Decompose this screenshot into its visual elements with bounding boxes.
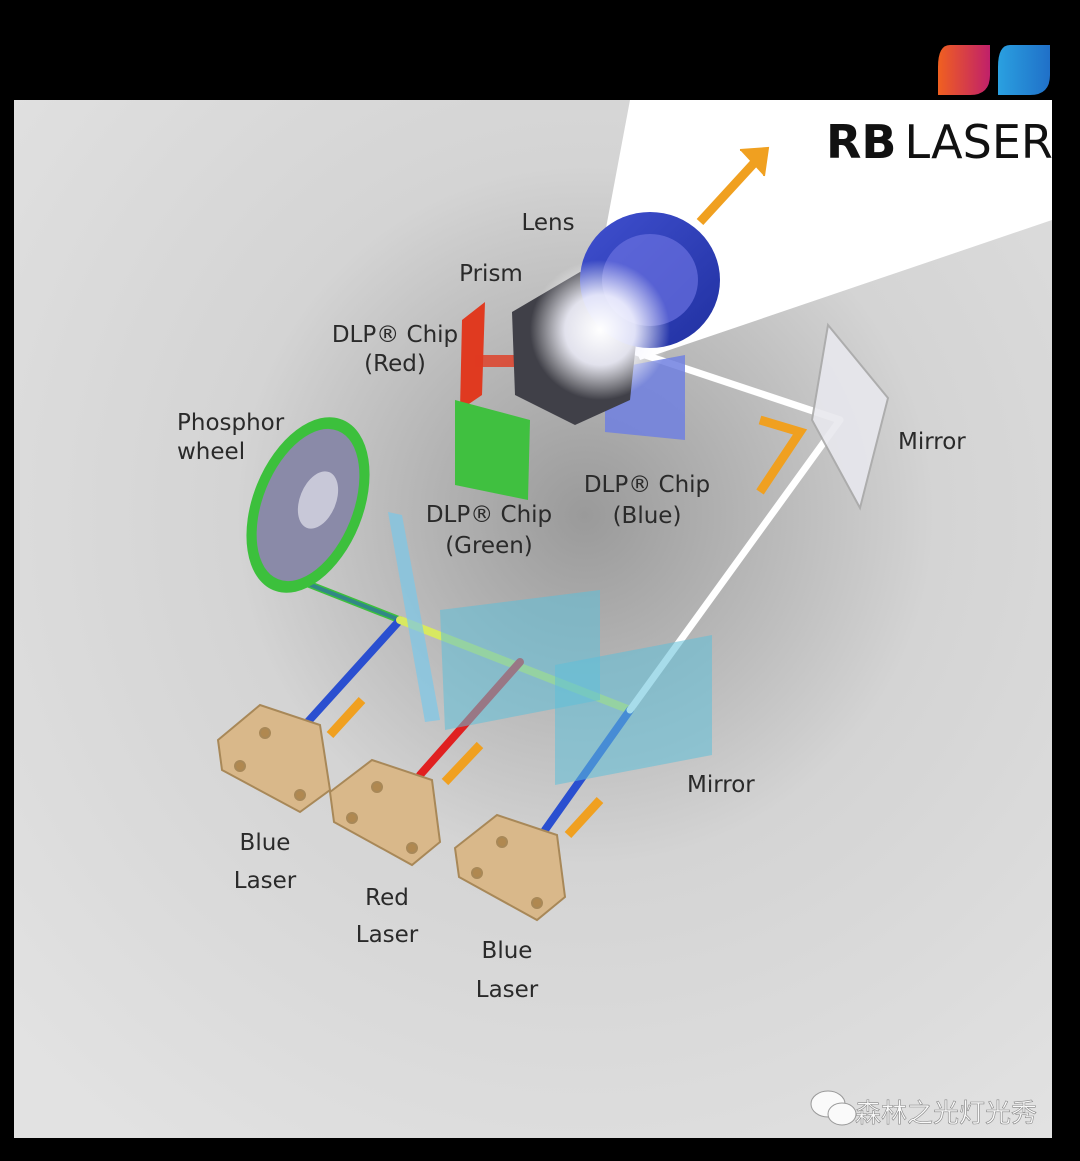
label-dlp-blue: DLP® Chip(Blue) <box>584 472 710 529</box>
label-mirror-bottom: Mirror <box>687 772 755 798</box>
label-mirror-top: Mirror <box>898 429 966 455</box>
dlp-chip-red <box>460 302 485 410</box>
dlp-chip-green <box>455 400 530 500</box>
dichroic-mirrors <box>388 512 712 785</box>
phosphor-wheel <box>246 417 370 593</box>
light-direction-arrows <box>326 146 808 839</box>
wechat-watermark: 森林之光灯光秀 <box>810 1090 1037 1129</box>
label-dlp-red: DLP® Chip(Red) <box>332 322 458 377</box>
label-lens: Lens <box>521 210 574 236</box>
laser-modules <box>216 703 567 922</box>
svg-text:森林之光灯光秀: 森林之光灯光秀 <box>855 1099 1037 1129</box>
light-glow <box>530 260 670 400</box>
mirror-top <box>810 322 890 511</box>
label-prism: Prism <box>459 261 523 287</box>
label-dlp-green: DLP® Chip(Green) <box>426 502 552 559</box>
